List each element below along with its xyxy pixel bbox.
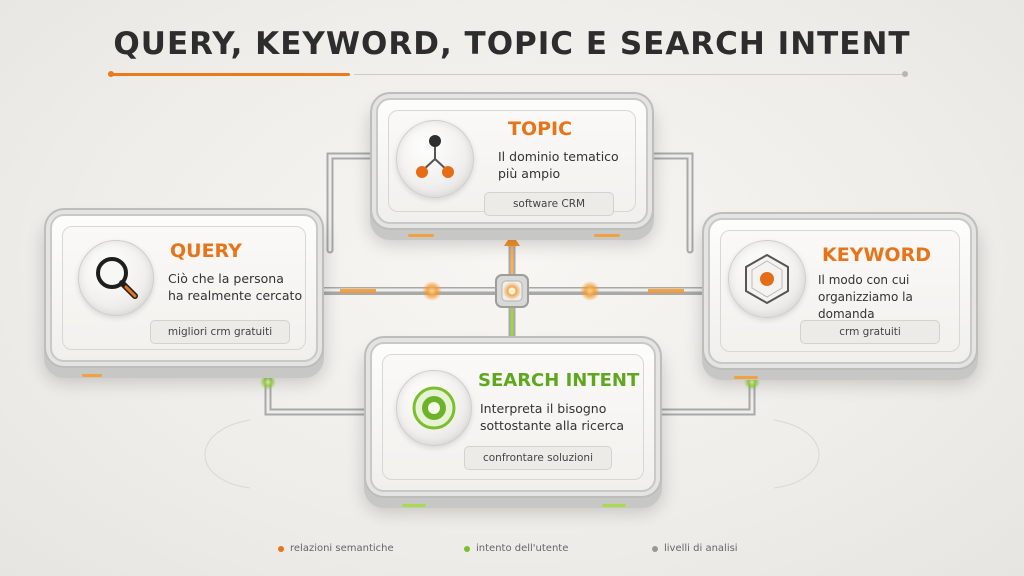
pipe-query-topic: [326, 152, 380, 254]
legend-label: relazioni semantiche: [290, 543, 394, 554]
hexagon-node-icon: [745, 253, 789, 305]
title-divider: [108, 71, 908, 77]
keyword-card: KEYWORD Il modo con cui organizziamo la …: [708, 218, 972, 379]
page-title: QUERY, KEYWORD, TOPIC E SEARCH INTENT: [113, 26, 911, 62]
pipe-query-intent: [264, 374, 376, 416]
arrow-up-icon: [504, 234, 520, 246]
search-intent-description: Interpreta il bisogno sottostante alla r…: [480, 401, 624, 433]
legend-label: livelli di analisi: [664, 543, 738, 554]
query-icon-lens: [78, 240, 154, 316]
topic-card: TOPIC Il dominio tematico più ampio soft…: [376, 98, 648, 237]
target-icon: [412, 386, 456, 430]
topic-heading: TOPIC: [508, 118, 573, 140]
magnifier-icon: [96, 257, 138, 299]
query-heading: QUERY: [170, 240, 242, 262]
query-example-pill: migliori crm gratuiti: [150, 320, 290, 344]
topic-description: Il dominio tematico più ampio: [498, 149, 619, 181]
query-card: QUERY Ciò che la persona ha realmente ce…: [50, 214, 318, 377]
search-intent-heading: SEARCH INTENT: [478, 370, 640, 391]
molecule-icon: [416, 135, 454, 178]
legend-item-levels: livelli di analisi: [652, 543, 738, 554]
pipe-topic-keyword: [644, 152, 694, 254]
search-intent-example-pill: confrontare soluzioni: [464, 446, 612, 470]
legend-item-intent: intento dell'utente: [464, 543, 569, 554]
query-description: Ciò che la persona ha realmente cercato: [168, 271, 303, 303]
search-intent-icon-lens: [396, 370, 472, 446]
keyword-heading: KEYWORD: [822, 244, 931, 266]
search-intent-card: SEARCH INTENT Interpreta il bisogno sott…: [370, 342, 656, 507]
legend-label: intento dell'utente: [476, 543, 569, 554]
keyword-example-pill: crm gratuiti: [800, 320, 940, 344]
pipe-keyword-intent: [648, 376, 756, 416]
topic-icon-lens: [396, 120, 474, 198]
topic-example-pill: software CRM: [484, 192, 614, 216]
legend-item-semantic: relazioni semantiche: [278, 543, 394, 554]
keyword-description: Il modo con cui organizziamo la domanda: [818, 273, 913, 321]
keyword-icon-lens: [728, 240, 806, 318]
